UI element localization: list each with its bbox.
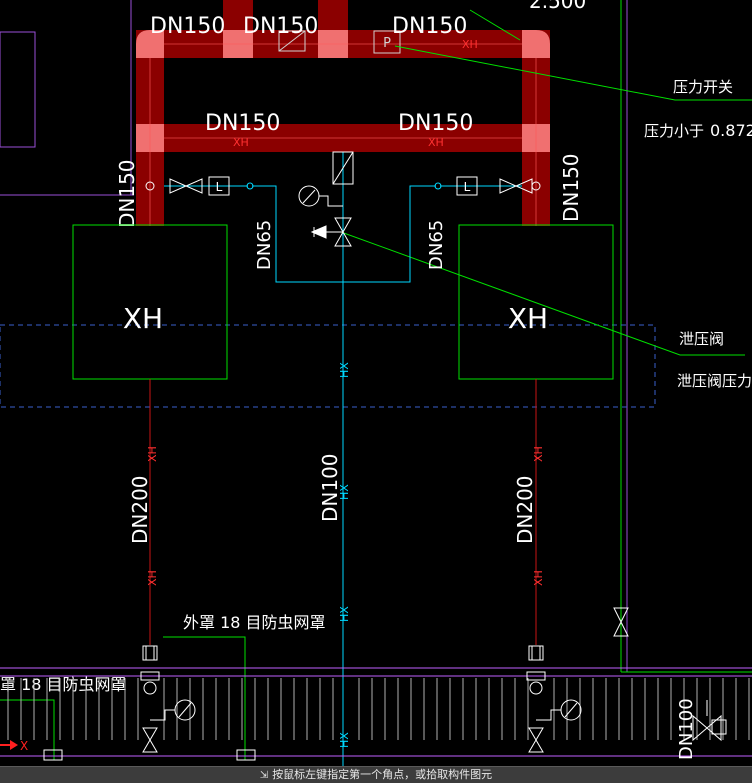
label-relief-valve: 泄压阀: [679, 330, 724, 348]
top-labels: DN150 DN150 DN150 2.500 DN150 DN150: [150, 0, 586, 136]
top-valve-box: [332, 151, 354, 185]
label-dn150-mid-1: DN150: [205, 111, 280, 136]
leader-lines: [0, 9, 752, 760]
pressure-box-top[interactable]: [278, 30, 306, 52]
label-pressure-value: 0.872: [710, 121, 752, 140]
label-dn65-left: DN65: [254, 220, 275, 270]
label-dn200-left: DN200: [128, 475, 152, 544]
right-gate-valve[interactable]: [613, 607, 629, 637]
pump-left[interactable]: XH: [72, 224, 228, 380]
cyan-joint-right: [434, 182, 442, 190]
pipe-riser-2: [318, 0, 348, 32]
svg-text:L: L: [464, 180, 471, 194]
pump-left-label: XH: [123, 302, 163, 335]
cyan-pipework: [164, 152, 522, 766]
hx-tag-2: HX: [338, 484, 351, 500]
flow-switch-right: [456, 176, 478, 196]
label-pressure-switch: 压力开关: [673, 78, 733, 96]
xh-suction-right-2: XH: [532, 570, 545, 586]
hx-tag-4: HX: [338, 732, 351, 748]
gate-valve-right-b: [514, 178, 533, 194]
suction-fittings-right[interactable]: [526, 645, 582, 753]
label-dn65-right: DN65: [426, 220, 447, 270]
xh-tag-top: XH: [462, 38, 478, 51]
cyan-joint-left: [246, 182, 254, 190]
label-dn100: DN100: [318, 453, 342, 522]
red-x-marker[interactable]: X: [0, 739, 28, 753]
right-vertical-lines: [620, 0, 628, 672]
hatch-lines: [7, 678, 750, 740]
label-dn150-right-vertical: DN150: [559, 153, 583, 222]
right-annotations: 压力开关 压力小于 0.872 泄压阀 泄压阀压力: [644, 78, 752, 390]
label-dn100-bottom: DN100: [676, 698, 697, 760]
bend-top-left: [136, 30, 164, 58]
xh-suction-left-1: XH: [146, 446, 159, 462]
pipe-riser-1: [223, 0, 253, 32]
suction-fittings-left[interactable]: [140, 645, 196, 753]
hx-tags: HX HX HX HX: [338, 362, 351, 748]
xh-tag-mid-2: XH: [428, 136, 444, 149]
hx-tag-1: HX: [338, 362, 351, 378]
label-dn150-top-2: DN150: [243, 14, 318, 39]
label-outer-screen: 外罩 18 目防虫网罩: [183, 613, 326, 632]
suction-lines: [149, 379, 537, 645]
svg-text:L: L: [216, 180, 223, 194]
xh-suction-tags: XH XH XH XH: [146, 446, 545, 586]
label-dn150-mid-2: DN150: [398, 111, 473, 136]
label-top-value: 2.500: [529, 0, 586, 13]
xh-pipe-tags: XH XH XH: [233, 38, 478, 149]
label-dn150-left-vertical: DN150: [115, 159, 139, 228]
bottom-right-valve[interactable]: [692, 700, 727, 742]
relief-valve-bottom: [334, 230, 352, 247]
pressure-switch-box[interactable]: P: [373, 30, 401, 54]
status-prompt: 按鼠标左键指定第一个角点，或拾取构件图元: [272, 768, 493, 781]
branch-valves[interactable]: L L: [145, 176, 541, 196]
xh-suction-left-2: XH: [146, 570, 159, 586]
gate-valve-right-a: [499, 178, 518, 194]
xh-tag-mid-1: XH: [233, 136, 249, 149]
relief-valve-assembly[interactable]: [298, 151, 354, 247]
xh-suction-right-1: XH: [532, 446, 545, 462]
joint-left: [145, 181, 155, 191]
purple-rect-left: [0, 31, 36, 148]
cursor-icon: ⇲: [259, 770, 269, 781]
bend-top-right: [522, 30, 550, 58]
label-dn150-top-1: DN150: [150, 14, 225, 39]
dn150-pipework: [136, 0, 550, 226]
label-pressure-small: 压力小于: [644, 122, 704, 140]
hx-tag-3: HX: [338, 606, 351, 622]
relief-valve-top: [334, 217, 352, 234]
label-outer-screen-left: 罩 18 目防虫网罩: [0, 675, 127, 694]
gate-valve-left-b: [184, 178, 203, 194]
tank-region: [0, 667, 752, 757]
pump-right[interactable]: XH: [458, 224, 614, 380]
gate-valve-left-a: [169, 178, 188, 194]
x-marker-label: X: [20, 739, 28, 753]
label-dn150-top-3: DN150: [392, 14, 467, 39]
bottom-small-boxes: [43, 749, 256, 761]
label-relief-pressure: 泄压阀压力: [677, 372, 752, 390]
command-status-bar: ⇲按鼠标左键指定第一个角点，或拾取构件图元: [0, 766, 752, 783]
flow-switch-left: [208, 176, 230, 196]
dashed-region: [0, 324, 656, 408]
purple-frame: [0, 0, 134, 196]
label-dn200-right: DN200: [513, 475, 537, 544]
p-box-label: P: [383, 36, 391, 51]
pump-right-label: XH: [508, 302, 548, 335]
